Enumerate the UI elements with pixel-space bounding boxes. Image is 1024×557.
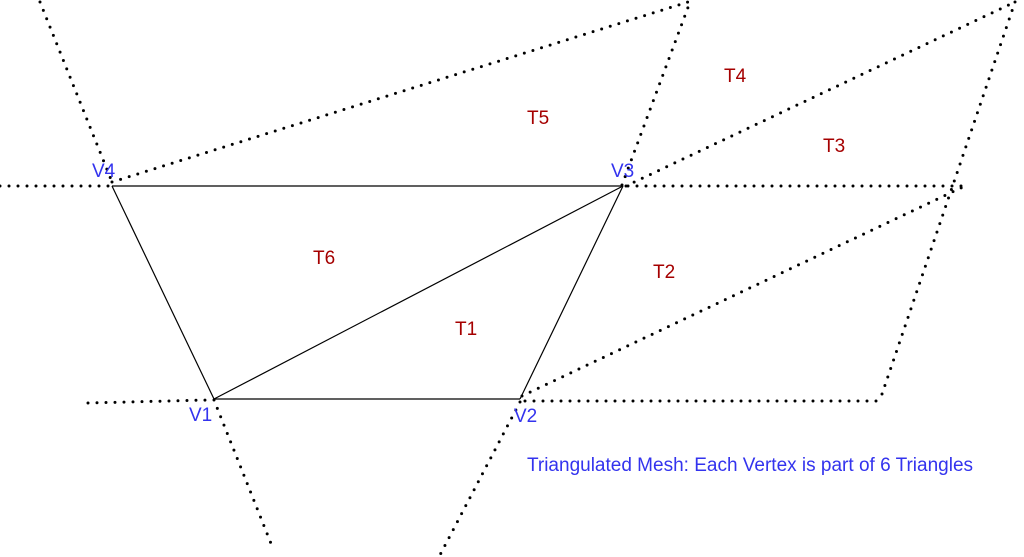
dotted-edge-v2-upper-right — [520, 184, 967, 398]
dotted-edge-v3-up — [620, 0, 692, 187]
dotted-edge-v1-left — [86, 398, 210, 405]
dotted-edge-right-border — [878, 0, 1017, 402]
triangle-label-t5: T5 — [527, 108, 549, 129]
vertex-labels: V4 V3 V1 V2 — [92, 161, 634, 427]
vertex-label-v4: V4 — [92, 161, 116, 182]
caption: Triangulated Mesh: Each Vertex is part o… — [526, 455, 974, 476]
dotted-edge-v3-upper-right — [624, 0, 1017, 188]
dotted-edge-v2-down — [438, 400, 522, 557]
solid-edges — [111, 185, 624, 400]
dotted-edge-v1-down — [212, 398, 274, 548]
vertex-label-v3: V3 — [611, 161, 634, 182]
vertex-label-v2: V2 — [514, 406, 537, 427]
triangle-label-t6: T6 — [313, 248, 335, 269]
triangle-label-t4: T4 — [724, 66, 747, 87]
vertex-label-v1: V1 — [189, 405, 212, 426]
edge-v4-v1 — [111, 185, 215, 400]
triangle-labels: T1 T2 T3 T4 T5 T6 — [313, 66, 845, 340]
edge-v2-v3 — [519, 185, 624, 400]
triangle-label-t1: T1 — [455, 319, 477, 340]
dotted-edge-v4-upper-right — [110, 0, 690, 184]
dotted-edge-v4-up — [38, 0, 114, 184]
edge-v1-v3-diagonal — [213, 185, 624, 400]
triangle-label-t2: T2 — [653, 262, 675, 283]
triangle-label-t3: T3 — [823, 136, 845, 157]
